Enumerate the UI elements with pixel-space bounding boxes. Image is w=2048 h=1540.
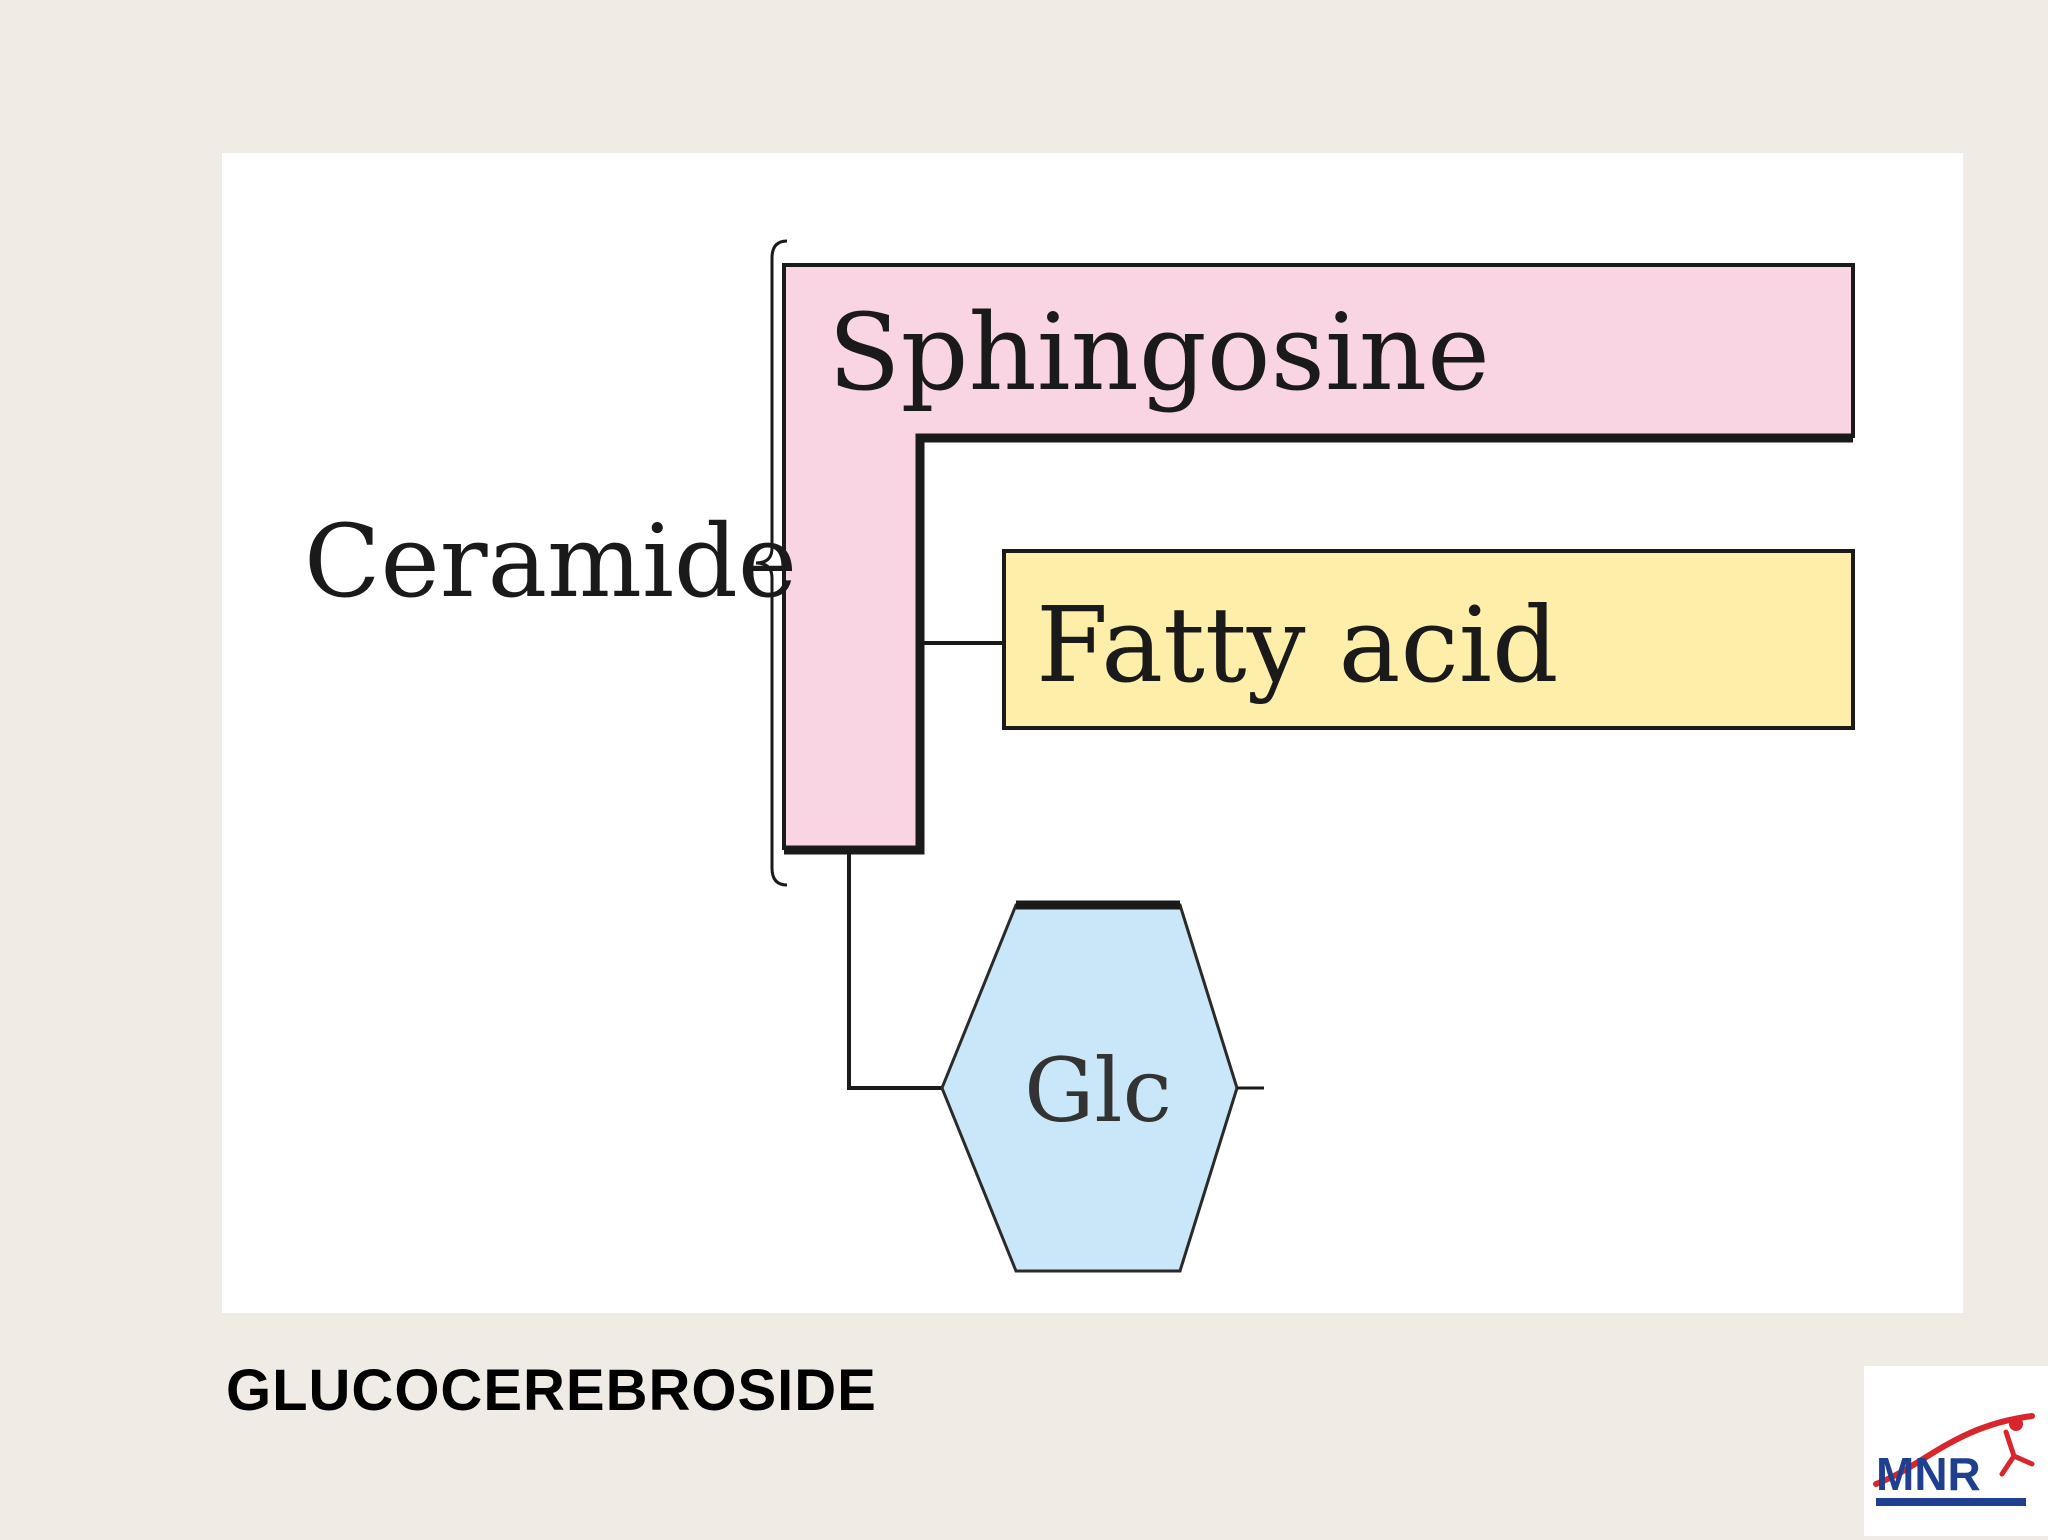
logo-text: MNR bbox=[1876, 1448, 1981, 1500]
ceramide-label: Ceramide bbox=[304, 503, 797, 620]
logo-mark-icon: MNR bbox=[1873, 1413, 2035, 1506]
glucocerebroside-diagram: Ceramide Sphingosine Fatty acid Glc bbox=[304, 239, 1855, 1273]
fatty-acid-block bbox=[1002, 549, 1855, 730]
ceramide-brace bbox=[755, 239, 788, 887]
glucose-bond bbox=[847, 850, 942, 1090]
fatty-acid-label: Fatty acid bbox=[1036, 584, 1559, 706]
glucose-label: Glc bbox=[1024, 1039, 1172, 1142]
sphingosine-label: Sphingosine bbox=[828, 291, 1490, 414]
brand-logo: MNR bbox=[1864, 1366, 2048, 1536]
diagram-panel: Ceramide Sphingosine Fatty acid Glc bbox=[222, 153, 1963, 1313]
slide-caption: GLUCOCEREBROSIDE bbox=[226, 1358, 877, 1423]
